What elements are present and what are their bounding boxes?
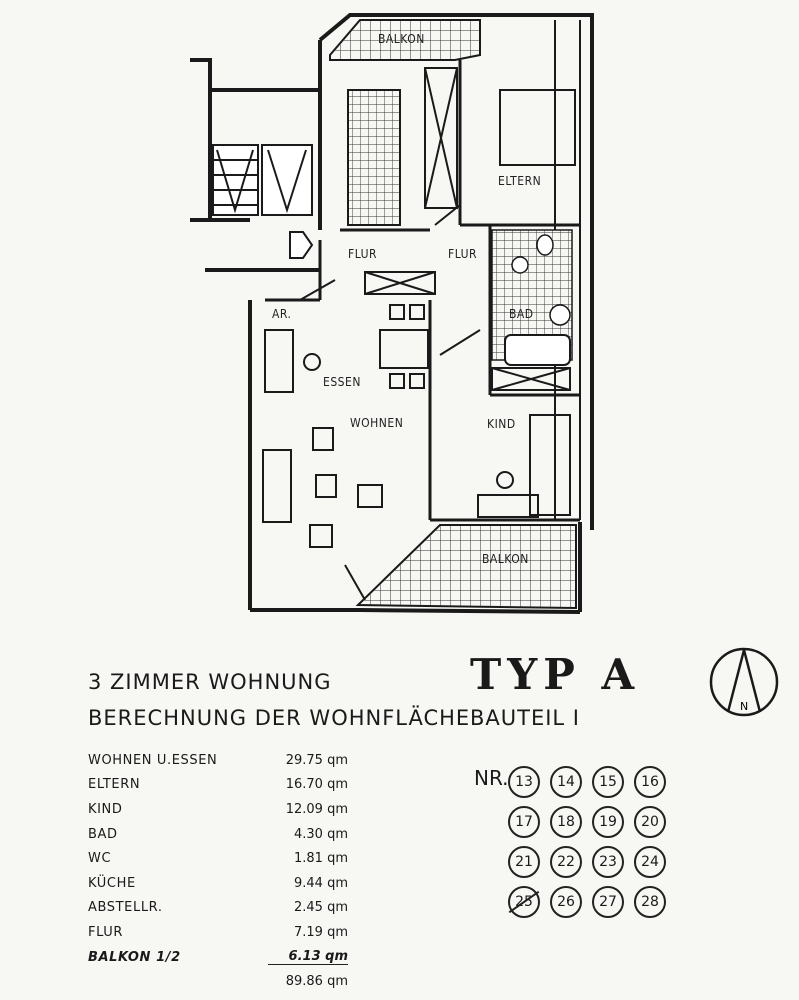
wc-fixtures [511, 234, 571, 326]
area-row-value: 6.13 qm [268, 949, 348, 966]
area-row-value: 89.86 qm [285, 974, 348, 990]
unit-number: 19 [592, 806, 624, 838]
unit-number: 23 [592, 846, 624, 878]
area-row-value: 1.81 qm [294, 851, 348, 867]
kitchen-tiles [347, 89, 401, 226]
floor-plan: BALKON ELTERN FLUR FLUR AR. BAD ESSEN WO… [190, 13, 594, 614]
entrance-arrow-icon [289, 231, 314, 259]
compass-letter: N [740, 700, 748, 713]
area-row-label: FLUR [88, 924, 124, 940]
area-row-label: KIND [88, 801, 123, 817]
area-row: WC 1.81 qm [88, 846, 348, 871]
area-row: KIND 12.09 qm [88, 797, 348, 822]
unit-number: 14 [550, 766, 582, 798]
staircase [212, 144, 313, 216]
unit-number: 13 [508, 766, 540, 798]
kids-furniture [477, 414, 571, 518]
unit-number: 17 [508, 806, 540, 838]
area-row-value: 16.70 qm [285, 777, 348, 793]
building-part-label: BAUTEIL I [470, 706, 581, 730]
area-row: WOHNEN U.ESSEN 29.75 qm [88, 748, 348, 773]
label-flur-right: FLUR [448, 247, 477, 261]
unit-number: 18 [550, 806, 582, 838]
bathtub [504, 334, 571, 366]
unit-number: 28 [634, 886, 666, 918]
area-row: BALKON 1/2 6.13 qm [88, 945, 348, 970]
label-bad: BAD [509, 307, 534, 321]
north-arrow-icon: N [709, 647, 779, 717]
walls [190, 13, 594, 614]
area-table: WOHNEN U.ESSEN 29.75 qm ELTERN 16.70 qm KIND… [88, 748, 348, 994]
doors [299, 204, 481, 601]
area-row-value: 4.30 qm [294, 826, 348, 842]
area-row-value: 9.44 qm [294, 875, 348, 891]
area-row: 89.86 qm [88, 969, 348, 994]
unit-number: 24 [634, 846, 666, 878]
area-row: FLUR 7.19 qm [88, 920, 348, 945]
area-row: KÜCHE 9.44 qm [88, 871, 348, 896]
bath-cupboard [491, 367, 571, 391]
numbers-label: NR. [474, 766, 509, 790]
cupboard-flur [364, 271, 436, 295]
area-row-label: ELTERN [88, 777, 141, 793]
label-wohnen: WOHNEN [350, 416, 403, 430]
area-row-value: 12.09 qm [285, 801, 348, 817]
unit-number: 27 [592, 886, 624, 918]
label-balkon-bottom: BALKON [482, 552, 529, 566]
living-furniture [262, 329, 383, 548]
area-row-value: 7.19 qm [294, 924, 348, 940]
wardrobe [424, 67, 458, 209]
dining-set [303, 304, 429, 389]
area-row-value: 29.75 qm [285, 752, 348, 768]
unit-number: 25 [508, 886, 540, 918]
type-label: TYP A [470, 650, 641, 699]
unit-number: 16 [634, 766, 666, 798]
unit-number: 15 [592, 766, 624, 798]
area-row-label: BAD [88, 826, 118, 842]
label-flur-left: FLUR [348, 247, 377, 261]
label-essen: ESSEN [323, 375, 361, 389]
area-row-label: KÜCHE [88, 875, 136, 891]
label-eltern: ELTERN [498, 174, 541, 188]
balcony-bottom [355, 524, 577, 610]
unit-number: 26 [550, 886, 582, 918]
bed [499, 89, 576, 166]
label-kind: KIND [487, 417, 516, 431]
area-row: BAD 4.30 qm [88, 822, 348, 847]
area-row: ELTERN 16.70 qm [88, 773, 348, 798]
area-row-value: 2.45 qm [294, 900, 348, 916]
page-title: 3 ZIMMER WOHNUNG [88, 670, 332, 694]
unit-number: 21 [508, 846, 540, 878]
balcony-top [329, 19, 481, 61]
unit-number: 22 [550, 846, 582, 878]
area-row-label: WOHNEN U.ESSEN [88, 752, 218, 768]
unit-number: 20 [634, 806, 666, 838]
area-row-label: ABSTELLR. [88, 900, 163, 916]
area-row: ABSTELLR. 2.45 qm [88, 896, 348, 921]
area-row-label: WC [88, 851, 112, 867]
page-subtitle: BERECHNUNG DER WOHNFLÄCHE [88, 706, 471, 730]
label-ar: AR. [272, 307, 291, 321]
label-balkon-top: BALKON [378, 32, 425, 46]
area-row-label: BALKON 1/2 [88, 949, 181, 965]
